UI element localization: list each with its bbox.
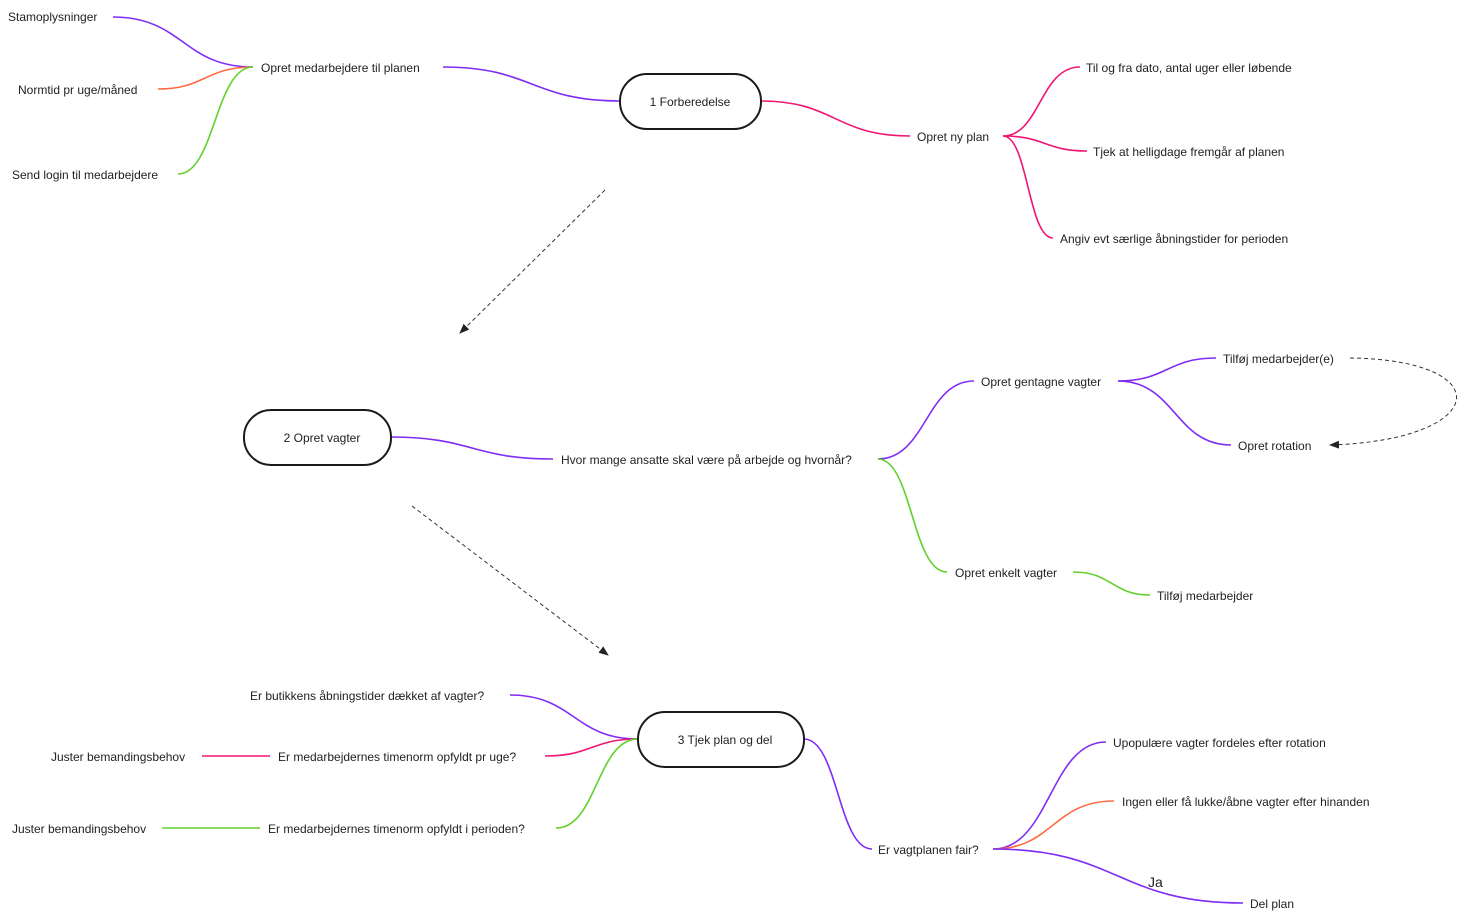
topic[interactable]: Tilføj medarbejder [1157,589,1253,603]
topic[interactable]: Er vagtplanen fair? [878,843,979,857]
topic[interactable]: Opret medarbejdere til planen [261,61,420,75]
topic[interactable]: Opret gentagne vagter [981,375,1101,389]
dashed-arrow-loop [1329,357,1457,449]
topic[interactable]: Tjek at helligdage fremgår af planen [1093,145,1284,159]
labels: Stamoplysninger Normtid pr uge/måned Sen… [8,10,1370,911]
topic[interactable]: Juster bemandingsbehov [51,750,185,764]
topic[interactable]: Juster bemandingsbehov [12,822,146,836]
dashed-arrow-1-to-2 [459,189,606,334]
svg-text:1 Forberedelse: 1 Forberedelse [650,95,731,109]
topic[interactable]: Til og fra dato, antal uger eller løbend… [1086,61,1292,75]
node-forberedelse[interactable]: 1 Forberedelse [619,73,762,130]
topic[interactable]: Tilføj medarbejder(e) [1223,352,1334,366]
topic[interactable]: Er medarbejdernes timenorm opfyldt pr ug… [278,750,516,764]
topic[interactable]: Normtid pr uge/måned [18,83,137,97]
node-tjek-plan[interactable]: 3 Tjek plan og del [637,711,805,768]
node-opret-vagter[interactable]: 2 Opret vagter [243,409,392,466]
dashed-arrow-2-to-3 [411,505,609,656]
topic[interactable]: Ingen eller få lukke/åbne vagter efter h… [1122,795,1370,809]
edges [112,16,1457,904]
topic[interactable]: Upopulære vagter fordeles efter rotation [1113,736,1326,750]
topic[interactable]: Er butikkens åbningstider dækket af vagt… [250,689,484,703]
topic[interactable]: Send login til medarbejdere [12,168,158,182]
topic[interactable]: Opret enkelt vagter [955,566,1057,580]
topic[interactable]: Stamoplysninger [8,10,97,24]
svg-text:2 Opret vagter: 2 Opret vagter [284,431,361,445]
topic[interactable]: Opret ny plan [917,130,989,144]
topic[interactable]: Opret rotation [1238,439,1311,453]
svg-text:3 Tjek plan og del: 3 Tjek plan og del [678,733,773,747]
topic[interactable]: Er medarbejdernes timenorm opfyldt i per… [268,822,525,836]
topic[interactable]: Hvor mange ansatte skal være på arbejde … [561,453,852,467]
topic[interactable]: Del plan [1250,897,1294,911]
edge-label: Ja [1148,874,1163,890]
topic[interactable]: Angiv evt særlige åbningstider for perio… [1060,232,1288,246]
